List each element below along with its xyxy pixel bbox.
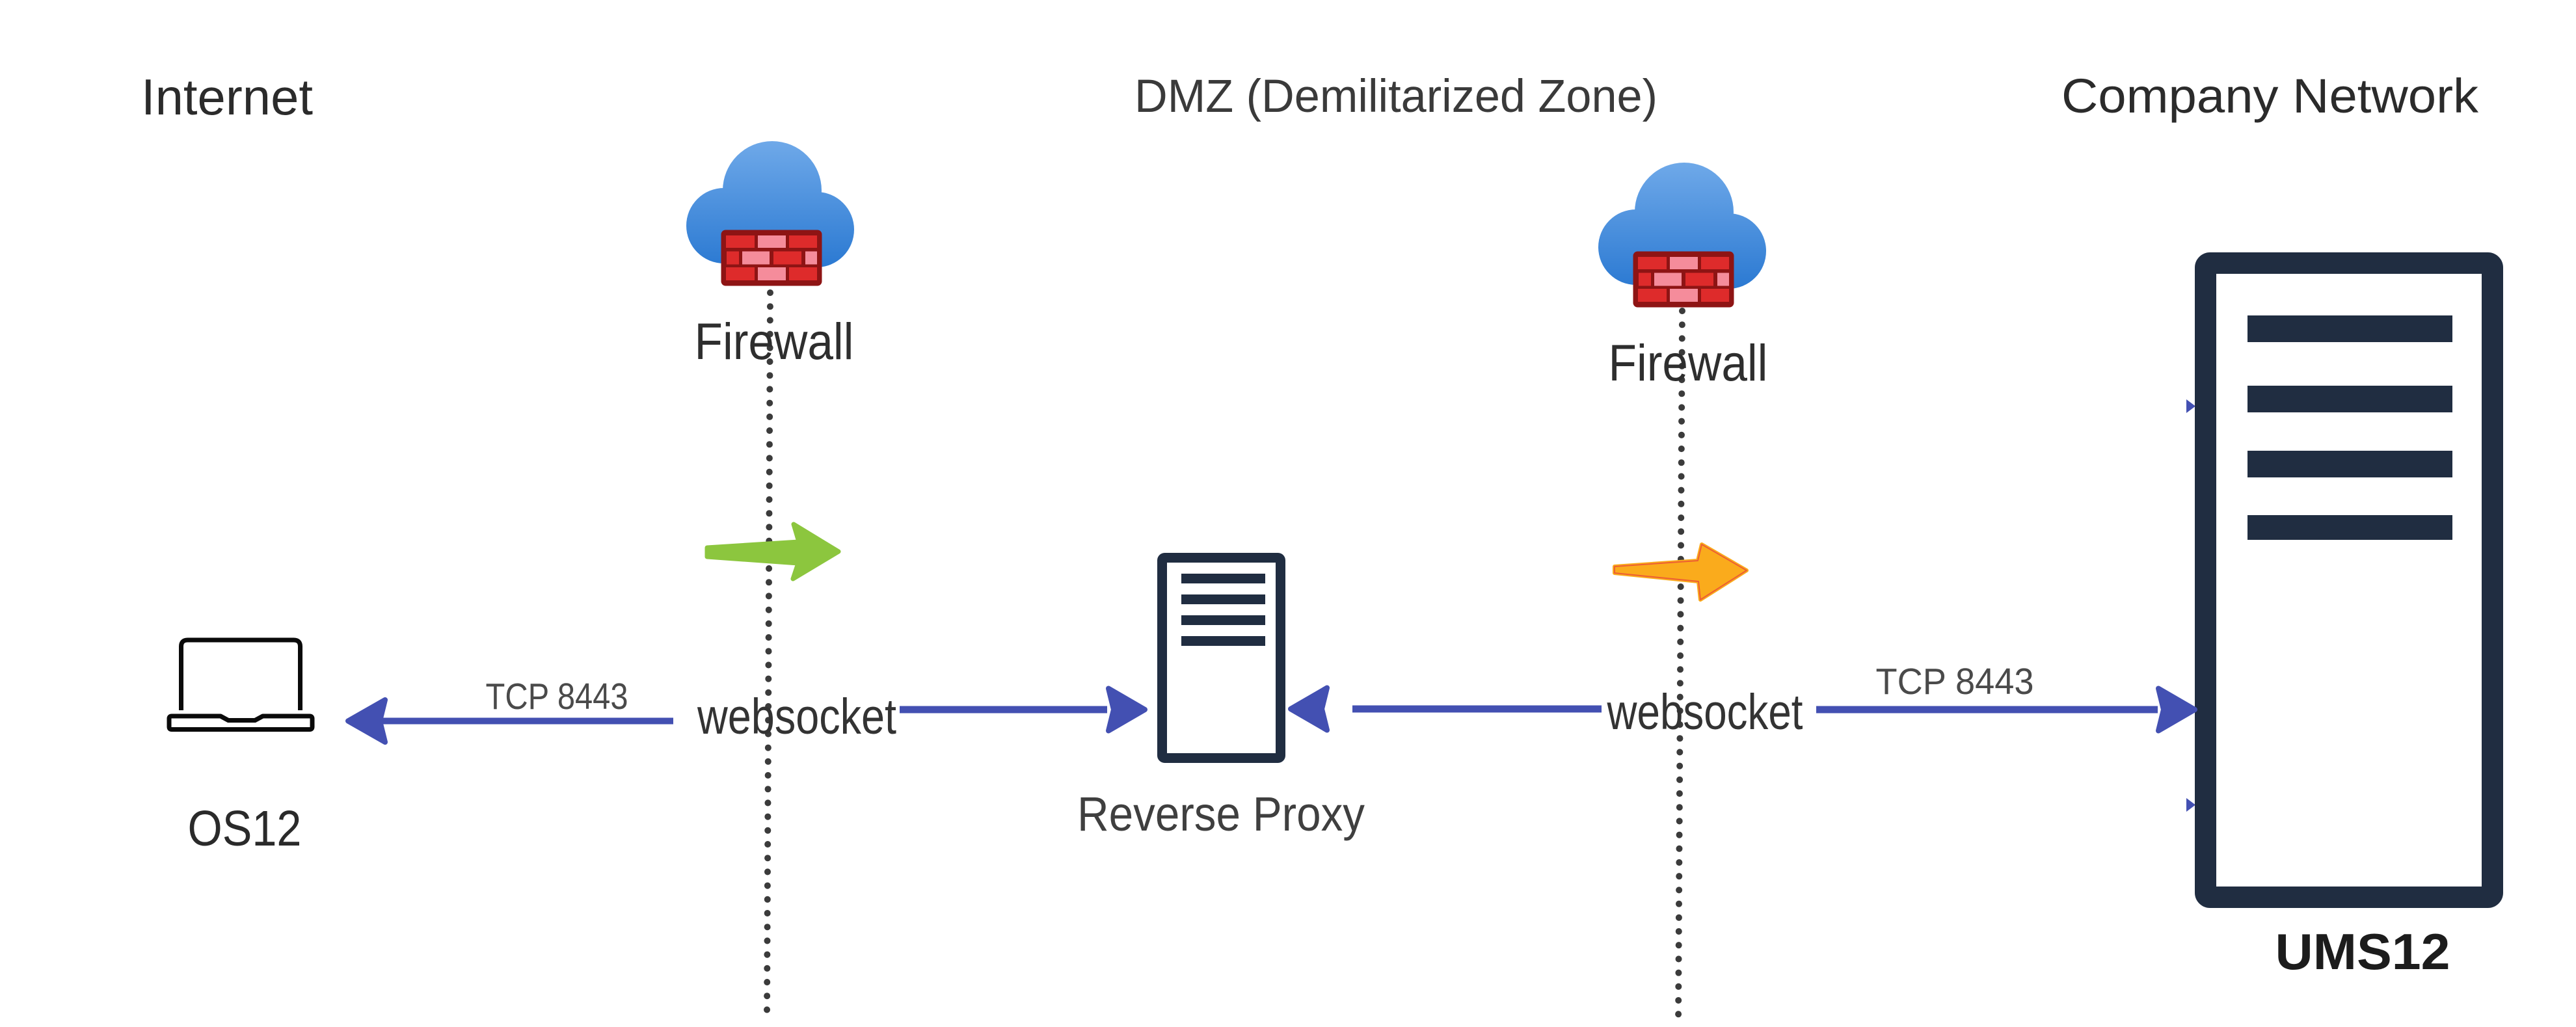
svg-text:TCP 8443: TCP 8443 — [486, 676, 628, 717]
svg-text:websocket: websocket — [1607, 684, 1803, 740]
svg-text:TCP 8443: TCP 8443 — [1876, 661, 2034, 702]
svg-text:Firewall: Firewall — [1609, 334, 1768, 392]
svg-text:Internet: Internet — [141, 68, 313, 126]
svg-text:UMS12: UMS12 — [2275, 923, 2450, 980]
svg-text:Reverse Proxy: Reverse Proxy — [1077, 787, 1365, 841]
svg-text:Firewall: Firewall — [695, 312, 854, 370]
svg-text:DMZ (Demilitarized Zone): DMZ (Demilitarized Zone) — [1134, 71, 1657, 122]
svg-text:websocket: websocket — [697, 689, 896, 745]
svg-text:Company Network: Company Network — [2061, 69, 2479, 123]
svg-text:OS12: OS12 — [188, 801, 302, 857]
